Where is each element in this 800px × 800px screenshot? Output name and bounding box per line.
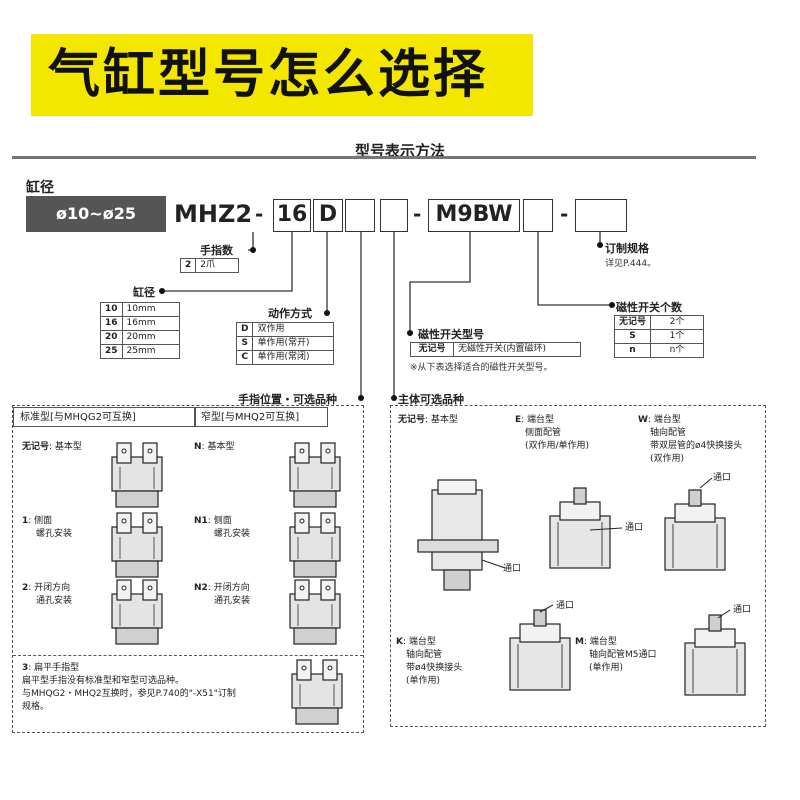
std-head-box — [13, 407, 195, 427]
port-label-m: 通口 — [733, 605, 752, 615]
table-cell: D — [235, 322, 254, 337]
k-label: K: 端台型轴向配管带ø4快换接头(单作用) — [396, 637, 463, 686]
n2-label: N2: 开闭方向通孔安装 — [194, 583, 251, 606]
section-title: 型号表示方法 — [354, 142, 445, 160]
body-option-title: 主体可选品种 — [398, 393, 464, 406]
table-cell: C — [235, 350, 254, 365]
finger-option-panel — [12, 405, 364, 733]
switch-code-box: M9BW — [428, 199, 520, 232]
s1-label: 1: 侧面螺孔安装 — [22, 516, 73, 539]
body-option-box — [380, 199, 408, 232]
narrow-head: 窄型[与MHQ2可互换] — [201, 412, 300, 423]
bore-size-title: 缸径 — [133, 286, 155, 299]
table-cell: 25mm — [121, 344, 180, 359]
std-head: 标准型[与MHQG2可互换] — [20, 412, 136, 423]
n1-label: N1: 侧面螺孔安装 — [194, 516, 251, 539]
port-label-w: 通口 — [713, 473, 732, 483]
port-label-e: 通口 — [625, 523, 644, 533]
s3-note-3: 规格。 — [22, 702, 50, 712]
section-rule — [12, 156, 756, 159]
s2-label: 2: 开闭方向通孔安装 — [22, 583, 73, 606]
model-prefix: MHZ2 — [174, 200, 253, 228]
table-cell: S — [613, 329, 652, 344]
custom-title: 订制规格 — [605, 242, 649, 255]
n-basic-label: N: 基本型 — [194, 442, 235, 452]
body-m-drawing — [684, 609, 746, 696]
w-label: W: 端台型轴向配管带双层管的ø4快换接头(双作用) — [638, 415, 743, 464]
e-label: E: 端台型侧面配管(双作用/单作用) — [515, 415, 590, 451]
fingers-title: 手指数 — [200, 244, 233, 257]
dash-1: - — [255, 202, 264, 226]
body-e-drawing — [549, 487, 623, 569]
std-basic-label: 无记号: 基本型 — [22, 442, 82, 452]
table-cell: 16mm — [121, 316, 180, 331]
finger-option-title: 手指位置・可选品种 — [238, 393, 337, 406]
table-cell: 无磁性开关(内置磁环) — [453, 342, 581, 357]
table-cell: n — [613, 343, 652, 358]
body-option-panel — [390, 405, 766, 727]
table-cell: 2爪 — [195, 258, 240, 273]
body-w-drawing — [664, 477, 726, 571]
switch-type-note: ※从下表选择适合的磁性开关型号。 — [410, 363, 553, 373]
m-label: M: 端台型轴向配管M5通口(单作用) — [575, 637, 657, 673]
custom-box — [575, 199, 627, 232]
switch-qty-title: 磁性开关个数 — [616, 301, 682, 314]
dash-3: - — [560, 202, 569, 226]
action-title: 动作方式 — [268, 307, 312, 320]
body-basic-label: 无记号: 基本型 — [398, 415, 458, 425]
s3-label: 3: 扁平手指型 — [22, 663, 80, 673]
switch-type-title: 磁性开关型号 — [418, 328, 484, 341]
port-label-basic: 通口 — [503, 564, 522, 574]
banner-title: 气缸型号怎么选择 — [48, 45, 489, 105]
body-basic-drawing — [417, 479, 506, 591]
switch-qty-box — [523, 199, 553, 232]
panel-divider — [13, 655, 363, 657]
table-cell: n个 — [650, 343, 705, 358]
switch-type-table: 无记号无磁性开关(内置磁环) — [410, 342, 581, 357]
bore-range: ø10~ø25 — [26, 196, 166, 232]
narrow-head-box — [195, 407, 328, 427]
dash-2: - — [413, 202, 422, 226]
table-cell: 2 — [179, 258, 197, 273]
table-row: 无记号无磁性开关(内置磁环) — [410, 342, 581, 357]
s3-note-1: 扁平型手指没有标准型和窄型可选品种。 — [22, 676, 185, 686]
title-banner — [31, 34, 533, 116]
s3-note-2: 与MHQG2・MHQ2互换时，参见P.740的"-X51"订制 — [22, 689, 236, 699]
custom-note: 详见P.444。 — [605, 259, 657, 269]
bore-code-box: 16 — [273, 199, 311, 232]
port-label-k: 通口 — [556, 601, 575, 611]
bore-label: 缸径 — [26, 180, 54, 196]
body-k-drawing — [509, 604, 571, 691]
finger-option-box — [345, 199, 375, 232]
table-cell: 单作用(常闭) — [252, 350, 335, 365]
action-code-box: D — [313, 199, 343, 232]
